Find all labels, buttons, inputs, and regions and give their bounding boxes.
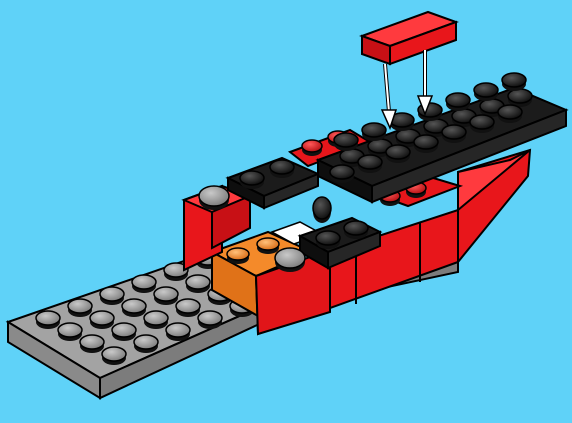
gray-stud (102, 347, 126, 361)
gray-round-stud (199, 186, 229, 206)
gray-stud (68, 299, 92, 313)
red-stud (302, 140, 322, 152)
black-stud (334, 133, 358, 147)
gray-stud (166, 323, 190, 337)
black-stud (330, 165, 354, 179)
black-stud (344, 221, 368, 235)
black-stud (270, 160, 294, 174)
gray-stud (132, 275, 156, 289)
orange-stud (227, 248, 249, 260)
new-brick-red (362, 12, 456, 64)
gray-stud (198, 311, 222, 325)
orange-stud (257, 238, 279, 250)
black-stud (508, 89, 532, 103)
black-stud (474, 83, 498, 97)
gray-stud (154, 287, 178, 301)
gray-stud (144, 311, 168, 325)
black-stud (316, 231, 340, 245)
black-round-hole (313, 197, 331, 219)
gray-stud (122, 299, 146, 313)
gray-round-stud (275, 248, 305, 268)
black-stud (386, 145, 410, 159)
gray-stud (58, 323, 82, 337)
gray-stud (112, 323, 136, 337)
gray-stud (176, 299, 200, 313)
black-stud (240, 171, 264, 185)
gray-stud (36, 311, 60, 325)
black-stud (442, 125, 466, 139)
gray-stud (100, 287, 124, 301)
arrow-down-icon (382, 64, 396, 128)
black-stud (358, 155, 382, 169)
gray-stud (134, 335, 158, 349)
black-stud (414, 135, 438, 149)
gray-stud (90, 311, 114, 325)
black-stud (362, 123, 386, 137)
black-stud (498, 105, 522, 119)
black-stud (446, 93, 470, 107)
gray-stud (186, 275, 210, 289)
black-stud (502, 73, 526, 87)
gray-stud (80, 335, 104, 349)
black-stud (470, 115, 494, 129)
